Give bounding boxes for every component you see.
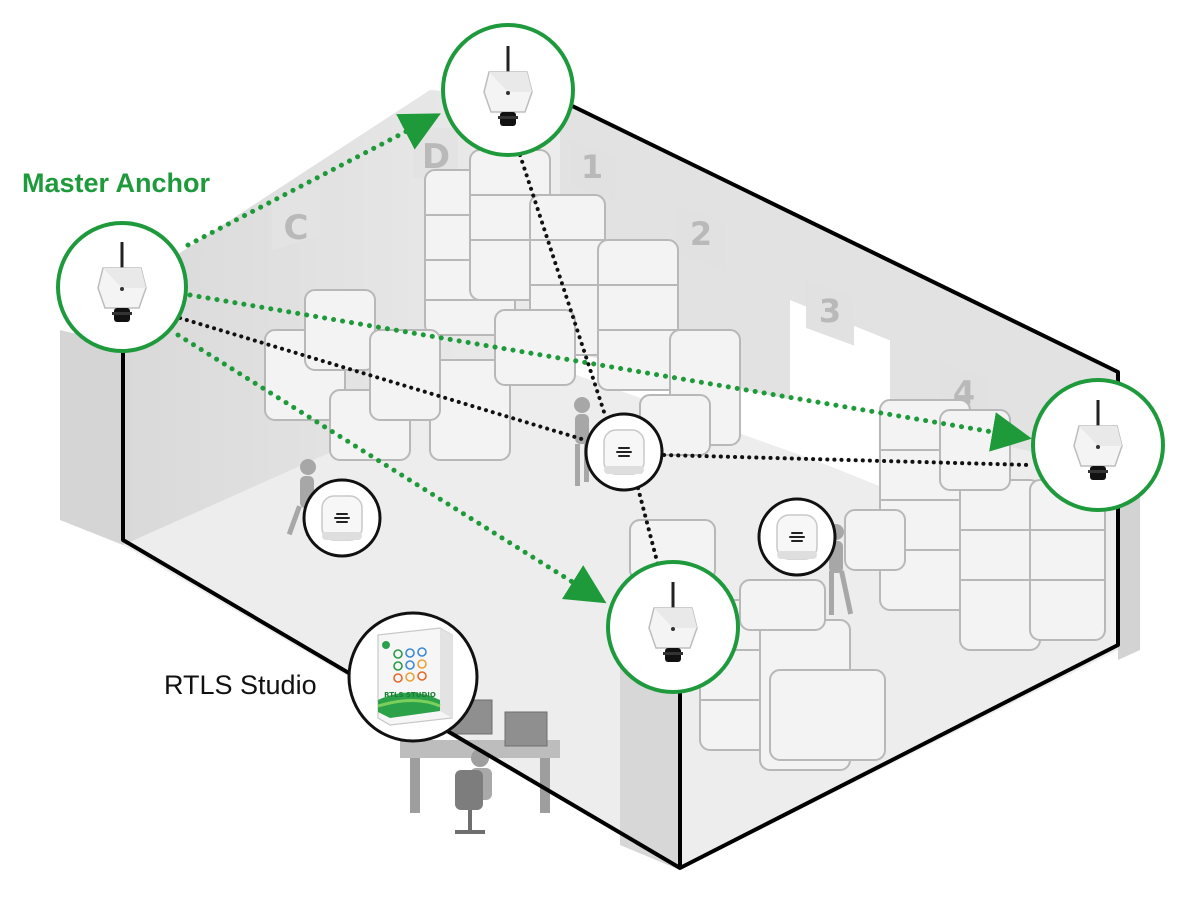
tag-icon: [603, 429, 645, 475]
sync-links: [175, 113, 1032, 604]
rack-front-center-5: [739, 579, 826, 631]
tag-center-bubble: [584, 412, 664, 492]
building-outline: [121, 98, 1120, 870]
rack-front-left-5: [369, 329, 441, 421]
master-anchor-label: Master Anchor: [22, 168, 211, 198]
office-chair: [455, 770, 483, 810]
rack-right-back-2: [939, 409, 1011, 491]
svg-text:2: 2: [690, 215, 712, 253]
dock-door: [790, 300, 890, 491]
tag-icon: [776, 514, 818, 560]
rack-front-left-2: [304, 289, 376, 371]
sync-link-to-bottom-anchor: [175, 332, 607, 604]
zone-sign-2: 2: [676, 205, 726, 272]
sync-link-to-top-anchor: [185, 113, 441, 248]
ranging-links: [178, 153, 1032, 567]
software-box-icon: RTLS STUDIO: [377, 627, 453, 726]
anchor-top-bubble: [441, 23, 575, 157]
master-anchor-bubble: [56, 221, 188, 353]
rtls-studio-bubble: RTLS STUDIO: [347, 611, 479, 743]
zone-sign-1: 1: [570, 140, 615, 202]
svg-text:3: 3: [819, 292, 841, 330]
front-right-wall: [620, 660, 680, 870]
zone-sign-3: 3: [806, 280, 854, 346]
ranging-link-bottom-to-tag: [636, 486, 660, 567]
anchor-right-bubble: [1031, 378, 1165, 512]
ranging-link-top-to-tag: [518, 153, 607, 417]
rack-front-right-3: [1029, 479, 1106, 641]
svg-text:C: C: [284, 208, 309, 248]
svg-text:1: 1: [581, 148, 603, 186]
rack-front-right-2: [959, 479, 1041, 651]
tag-left-bubble: [302, 478, 382, 558]
ranging-link-master-to-tag: [178, 316, 587, 442]
rack-mid-aisle: [494, 309, 576, 386]
monitor-right: [504, 711, 548, 747]
rtls-studio-label: RTLS Studio: [164, 670, 317, 700]
ranging-link-right-to-tag: [662, 453, 1032, 467]
software-box-name: RTLS STUDIO: [384, 691, 436, 699]
rack-front-center-4: [769, 669, 886, 761]
tag-icon: [321, 495, 363, 541]
left-wall-panel: [60, 330, 123, 545]
anchor-bottom-bubble: [606, 560, 740, 694]
rack-mid-right: [597, 239, 679, 391]
tag-right-bubble: [757, 497, 837, 577]
rack-center-right-2: [844, 509, 906, 571]
zone-sign-c: C: [272, 184, 320, 250]
